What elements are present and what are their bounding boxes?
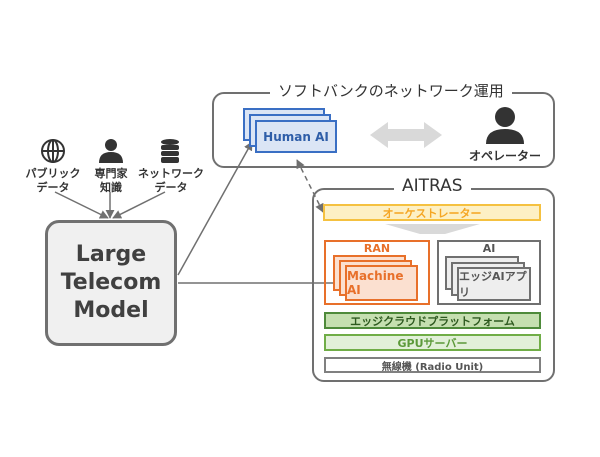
label-line: 知識	[100, 181, 122, 194]
dashed-link-human-ai-orchestrator	[296, 159, 324, 213]
ltm-line: Large	[75, 242, 147, 267]
person-icon	[99, 139, 123, 163]
ran-title: RAN	[363, 242, 391, 255]
edge-cloud-platform-bar: エッジクラウドプラットフォーム	[324, 312, 541, 329]
label-line: データ	[154, 181, 188, 194]
double-arrow-icon	[370, 122, 442, 148]
machine-ai-card: Machine AI	[345, 265, 418, 301]
large-telecom-model-box: Large Telecom Model	[45, 220, 177, 346]
label-line: パブリック	[25, 167, 81, 180]
ai-title: AI	[482, 242, 496, 255]
arrow-public-to-ltm	[54, 191, 109, 219]
edge-ai-app-card: エッジAIアプリ	[457, 267, 531, 301]
label-line: ネットワーク	[138, 167, 204, 180]
human-ai-card: Human AI	[255, 120, 337, 153]
source-network-data-label: ネットワークデータ	[134, 167, 208, 195]
label-line: 専門家	[94, 167, 128, 180]
orchestrator-bar: オーケストレーター	[323, 204, 541, 221]
arrow-ltm-to-human-ai	[177, 141, 253, 276]
network-operations-title: ソフトバンクのネットワーク運用	[270, 80, 512, 101]
operator-icon	[486, 107, 524, 144]
ran-box	[324, 240, 430, 305]
ltm-line: Telecom	[60, 270, 162, 295]
database-icon	[161, 139, 179, 163]
gpu-server-bar: GPUサーバー	[324, 334, 541, 351]
ltm-line: Model	[73, 298, 149, 323]
radio-unit-bar: 無線機 (Radio Unit)	[324, 357, 541, 373]
source-public-data-label: パブリックデータ	[20, 167, 86, 195]
ai-box	[437, 240, 541, 305]
globe-icon	[41, 139, 65, 163]
label-line: データ	[36, 181, 70, 194]
aitras-title: AITRAS	[394, 176, 471, 196]
down-trapezoid-arrow	[385, 224, 480, 234]
operator-label: オペレーター	[468, 149, 541, 163]
source-expert-knowledge-label: 専門家知識	[88, 167, 134, 195]
arrow-network-to-ltm	[112, 191, 166, 219]
